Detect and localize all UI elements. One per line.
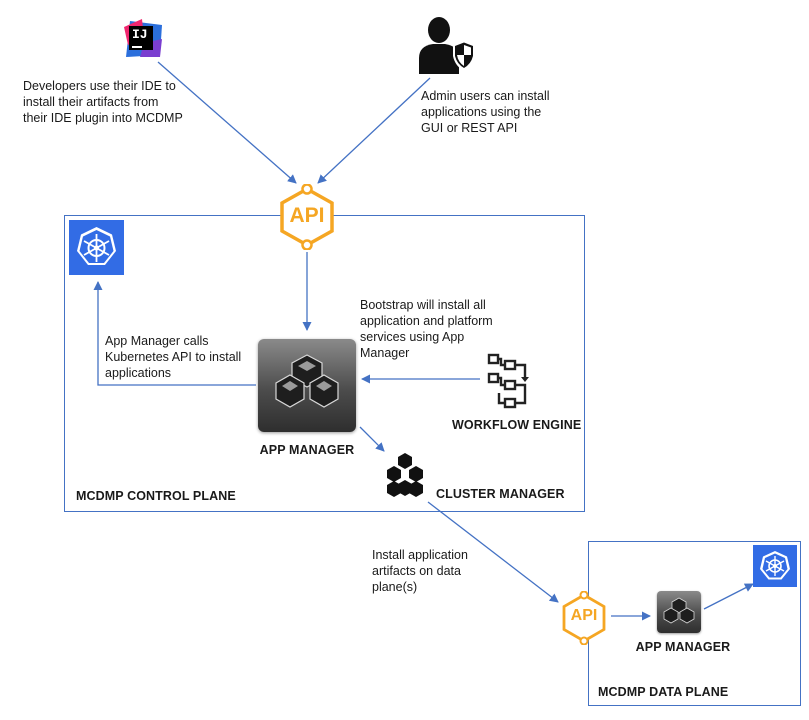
app-manager-calls-note: App Manager calls Kubernetes API to inst… (105, 334, 242, 380)
app-manager-data-icon[interactable] (657, 591, 701, 633)
api-small-label: API (570, 607, 598, 624)
kubernetes-data-icon (753, 545, 797, 587)
developers-note: Developers use their IDE to install thei… (23, 79, 183, 125)
arrow-app-manager-to-cluster (359, 426, 385, 452)
kubernetes-icon (69, 220, 124, 275)
api-gateway-icon[interactable]: API (276, 183, 338, 251)
control-plane-label: MCDMP CONTROL PLANE (76, 489, 236, 503)
arrow-cluster-to-data-api (427, 501, 559, 603)
workflow-engine-icon[interactable] (487, 353, 535, 411)
ide-logo-text: IJ (132, 27, 148, 42)
admin-note: Admin users can install applications usi… (421, 89, 550, 135)
workflow-engine-label: WORKFLOW ENGINE (452, 418, 582, 432)
app-manager-label: APP MANAGER (259, 443, 355, 457)
intellij-idea-icon: IJ (122, 19, 164, 59)
api-data-plane-icon[interactable]: API (559, 590, 609, 646)
cluster-hexagons-icon[interactable] (383, 452, 427, 498)
app-manager-data-label: APP MANAGER (635, 640, 731, 654)
bootstrap-note: Bootstrap will install all application a… (360, 298, 493, 360)
app-manager-icon[interactable] (258, 339, 356, 432)
install-artifacts-note: Install application artifacts on data pl… (372, 548, 468, 594)
admin-user-shield-icon (417, 14, 475, 74)
arrow-ide-to-api (157, 61, 297, 184)
arrow-admin-to-api (317, 77, 431, 184)
cluster-manager-label: CLUSTER MANAGER (436, 487, 565, 501)
arrow-data-app-manager-to-kubernetes (703, 583, 754, 610)
api-main-label: API (289, 204, 325, 227)
arrow-app-manager-to-kubernetes (93, 281, 256, 386)
data-plane-label: MCDMP DATA PLANE (598, 685, 729, 699)
